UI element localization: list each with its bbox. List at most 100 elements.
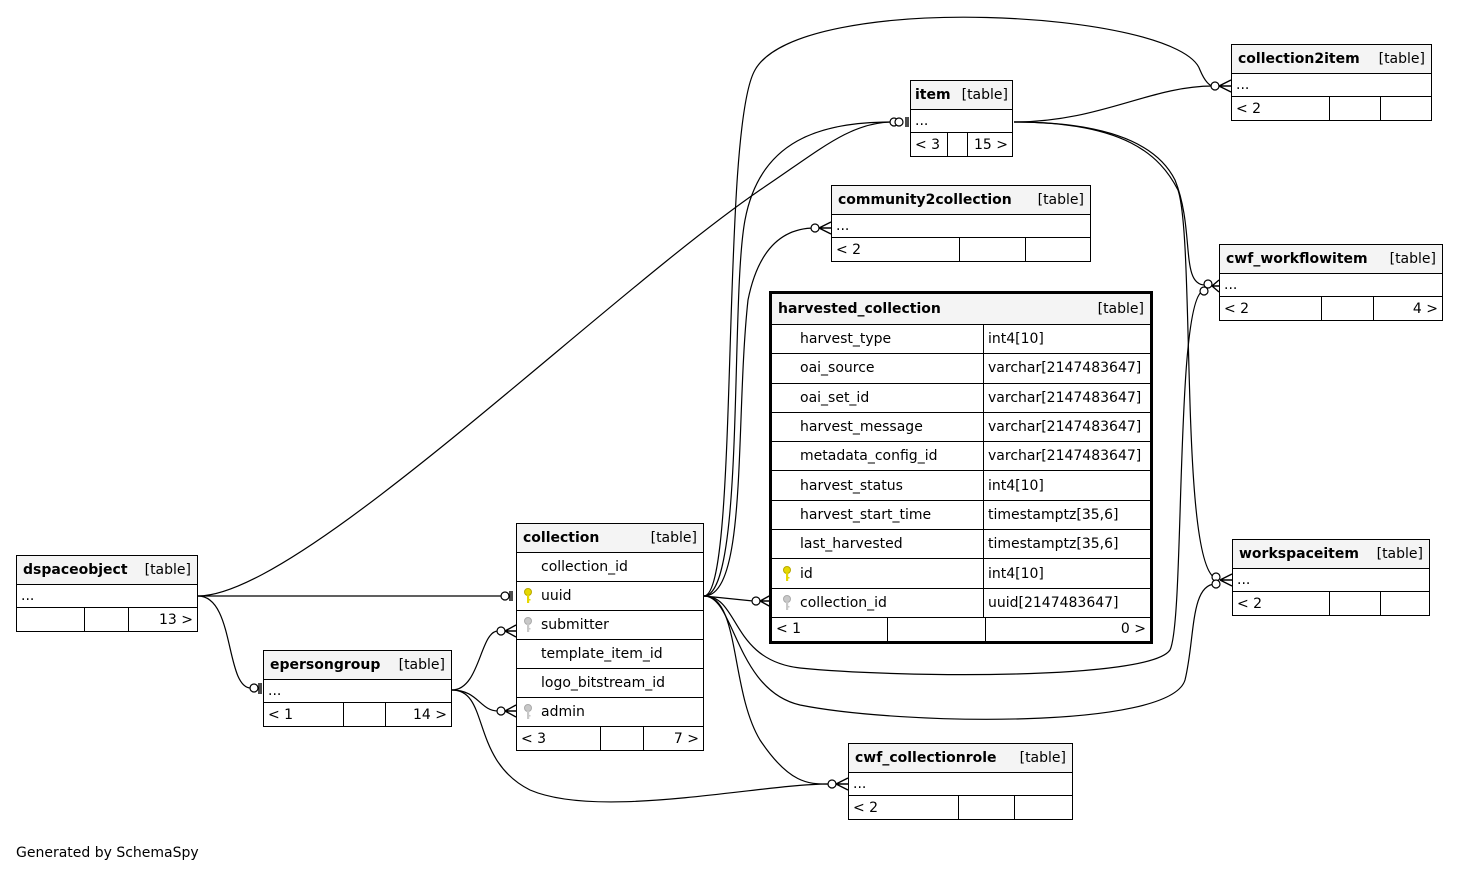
rows-count [1322, 297, 1374, 320]
table-item[interactable]: item [table] ... < 3 15 > [910, 80, 1013, 157]
edge-end-circle [249, 683, 259, 693]
table-cwf-collectionrole[interactable]: cwf_collectionrole [table] ... < 2 [848, 743, 1073, 820]
column-type: uuid[2147483647] [983, 588, 1150, 617]
edge-dspaceobject-epersongroup [197, 595, 252, 689]
edge-end-circle [894, 117, 904, 127]
table-footer: < 3 7 > [517, 727, 703, 750]
table-footer: < 2 [1233, 592, 1429, 615]
table-community2collection[interactable]: community2collection [table] ... < 2 [831, 185, 1091, 262]
column-name: id [800, 565, 813, 582]
table-header: collection2item [table] [1232, 45, 1431, 74]
table-header: cwf_collectionrole [table] [849, 744, 1072, 773]
table-name: collection [523, 530, 600, 546]
column-name: ... [1236, 77, 1250, 93]
edge-end-circle [751, 596, 761, 606]
rows-count [888, 617, 986, 641]
table-cwf-workflowitem[interactable]: cwf_workflowitem [table] ... < 2 4 > [1219, 244, 1443, 321]
parents-count [17, 608, 85, 631]
column-cell: collection_id [517, 558, 703, 576]
column-row: collection_id uuid[2147483647] [772, 588, 1150, 618]
table-collection2item[interactable]: collection2item [table] ... < 2 [1231, 44, 1432, 121]
column-name: ... [915, 113, 929, 129]
table-name: community2collection [838, 192, 1012, 208]
column-name: collection_id [541, 559, 628, 575]
children-count: 7 > [673, 730, 699, 747]
column-cell: id [772, 565, 983, 583]
foreign-key-icon [524, 704, 532, 719]
table-kind: [table] [398, 657, 445, 673]
column-name: last_harvested [800, 536, 903, 553]
table-collection[interactable]: collection [table] collection_id uuid su… [516, 523, 704, 751]
edge-end-bar [905, 117, 909, 127]
column-name: logo_bitstream_id [541, 675, 666, 691]
parents-count: < 2 [849, 796, 959, 819]
table-footer: < 2 [849, 796, 1072, 819]
edge-epersongroup-cwf-collectionrole [451, 689, 829, 803]
table-kind: [table] [1037, 192, 1084, 208]
parents-count: < 2 [1233, 592, 1330, 615]
parents-count: < 1 [264, 703, 344, 726]
table-header: community2collection [table] [832, 186, 1090, 215]
column-name: harvest_type [800, 331, 892, 348]
column-type: int4[10] [983, 471, 1150, 500]
edge-end-crowfoot [504, 624, 517, 638]
table-kind: [table] [1097, 301, 1144, 317]
column-row: collection_id [517, 553, 703, 582]
foreign-key-icon [783, 594, 791, 610]
table-kind: [table] [1378, 51, 1425, 67]
parents-count: < 2 [1232, 97, 1330, 120]
rows-count [948, 133, 968, 156]
parents-count: < 3 [517, 727, 601, 750]
table-header: item [table] [911, 81, 1012, 110]
table-footer: < 3 15 > [911, 133, 1012, 156]
table-footer: < 1 14 > [264, 703, 451, 726]
edge-end-circle [810, 223, 820, 233]
column-name: oai_set_id [800, 389, 870, 406]
column-row: template_item_id [517, 640, 703, 669]
column-row: id int4[10] [772, 559, 1150, 589]
column-name: submitter [541, 617, 609, 633]
rows-count [960, 238, 1026, 261]
table-name: cwf_collectionrole [855, 750, 997, 766]
table-workspaceitem[interactable]: workspaceitem [table] ... < 2 [1232, 539, 1430, 616]
table-dspaceobject[interactable]: dspaceobject [table] ... 13 > [16, 555, 198, 632]
column-type: varchar[2147483647] [983, 442, 1150, 471]
edge-end-circle [1203, 279, 1213, 289]
rows-count [601, 727, 644, 750]
column-cell: harvest_start_time [772, 506, 983, 524]
column-type: int4[10] [983, 559, 1150, 588]
edge-end-crowfoot [818, 221, 832, 235]
rows-count [344, 703, 386, 726]
edge-end-bar [258, 683, 262, 694]
parents-count: < 2 [832, 238, 960, 261]
column-row: ... [17, 585, 197, 608]
table-kind: [table] [961, 87, 1008, 103]
column-name: collection_id [800, 594, 887, 611]
edge-collection-collection2item [703, 16, 1214, 597]
parents-count: < 2 [1220, 297, 1322, 320]
table-epersongroup[interactable]: epersongroup [table] ... < 1 14 > [263, 650, 452, 727]
children-count [1015, 796, 1072, 819]
foreign-key-icon [524, 617, 532, 632]
table-kind: [table] [144, 562, 191, 578]
edge-end-circle [500, 591, 510, 601]
edge-end-crowfoot [504, 704, 517, 718]
edge-item-workspaceitem [1013, 121, 1216, 579]
edge-collection-item [703, 121, 894, 597]
table-name: harvested_collection [778, 301, 941, 317]
column-row: logo_bitstream_id [517, 669, 703, 698]
table-name: collection2item [1238, 51, 1360, 67]
table-header: cwf_workflowitem [table] [1220, 245, 1442, 274]
table-name: item [915, 87, 951, 103]
rows-count [1330, 592, 1381, 615]
table-kind: [table] [1376, 546, 1423, 562]
table-footer: < 2 4 > [1220, 297, 1442, 320]
table-name: cwf_workflowitem [1226, 251, 1368, 267]
edge-end-circle [1199, 286, 1209, 296]
column-row: ... [264, 680, 451, 703]
table-kind: [table] [1019, 750, 1066, 766]
edge-epersongroup-submitter [451, 630, 499, 691]
table-harvested-collection[interactable]: harvested_collection [table] harvest_typ… [769, 291, 1153, 644]
edge-dspaceobject-item [197, 121, 894, 597]
